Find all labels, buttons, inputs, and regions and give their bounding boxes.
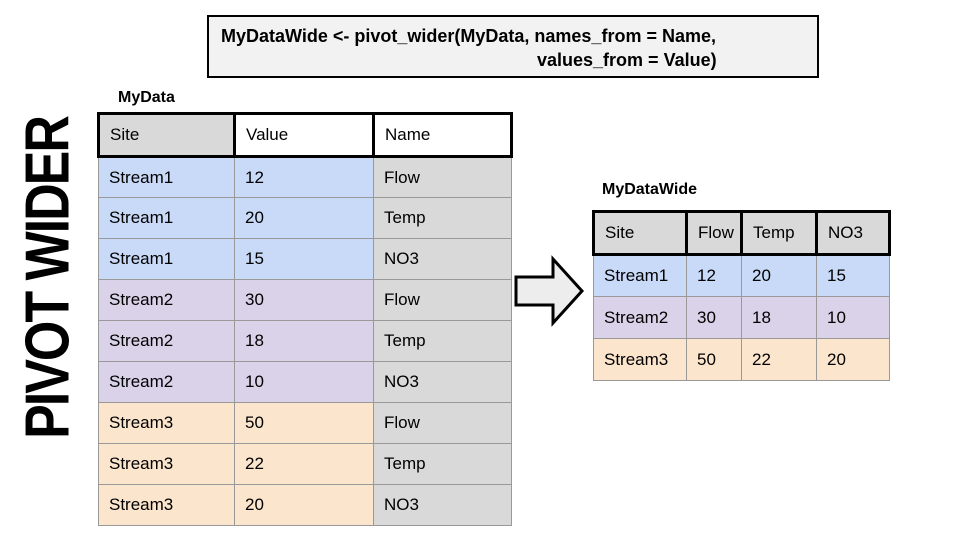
table-cell: Flow bbox=[373, 402, 512, 444]
table-cell: 18 bbox=[741, 296, 817, 339]
table-cell: 15 bbox=[234, 238, 374, 280]
table-row: Stream3 50 22 20 bbox=[593, 338, 890, 381]
long-table-caption: MyData bbox=[118, 89, 175, 106]
page-title: PIVOT WIDER bbox=[13, 117, 83, 439]
table-cell: Flow bbox=[373, 279, 512, 321]
column-header-flow: Flow bbox=[685, 210, 743, 256]
table-cell: Stream3 bbox=[98, 484, 235, 526]
right-arrow-icon bbox=[513, 253, 587, 331]
column-header-no3: NO3 bbox=[815, 210, 891, 256]
table-cell: Temp bbox=[373, 320, 512, 362]
table-cell: NO3 bbox=[373, 361, 512, 403]
table-row: Stream2 30 Flow bbox=[98, 279, 512, 321]
table-cell: Stream1 bbox=[98, 238, 235, 280]
table-cell: 30 bbox=[686, 296, 742, 339]
code-line-1: MyDataWide <- pivot_wider(MyData, names_… bbox=[221, 26, 716, 46]
table-row: Stream3 20 NO3 bbox=[98, 484, 512, 526]
table-cell: 22 bbox=[741, 338, 817, 381]
table-row: Stream3 22 Temp bbox=[98, 443, 512, 485]
table-header-row: Site Flow Temp NO3 bbox=[592, 210, 891, 256]
column-header-site: Site bbox=[97, 112, 236, 158]
code-line-2: values_from = Value) bbox=[537, 50, 717, 70]
table-cell: Stream3 bbox=[98, 402, 235, 444]
table-cell: 12 bbox=[686, 254, 742, 297]
table-cell: 20 bbox=[234, 197, 374, 239]
column-header-value: Value bbox=[233, 112, 375, 158]
table-cell: NO3 bbox=[373, 484, 512, 526]
table-cell: 50 bbox=[234, 402, 374, 444]
table-cell: Stream1 bbox=[593, 254, 687, 297]
column-header-name: Name bbox=[372, 112, 513, 158]
table-cell: 50 bbox=[686, 338, 742, 381]
table-cell: Stream1 bbox=[98, 197, 235, 239]
table-cell: 10 bbox=[816, 296, 890, 339]
table-row: Stream2 30 18 10 bbox=[593, 296, 890, 339]
table-cell: NO3 bbox=[373, 238, 512, 280]
table-row: Stream1 15 NO3 bbox=[98, 238, 512, 280]
table-cell: Stream3 bbox=[98, 443, 235, 485]
table-row: Stream3 50 Flow bbox=[98, 402, 512, 444]
table-cell: 22 bbox=[234, 443, 374, 485]
table-cell: 20 bbox=[234, 484, 374, 526]
table-cell: 30 bbox=[234, 279, 374, 321]
table-header-row: Site Value Name bbox=[97, 112, 513, 158]
column-header-site: Site bbox=[592, 210, 688, 256]
column-header-temp: Temp bbox=[740, 210, 818, 256]
table-cell: Stream2 bbox=[98, 320, 235, 362]
table-cell: Temp bbox=[373, 443, 512, 485]
code-snippet-box: MyDataWide <- pivot_wider(MyData, names_… bbox=[207, 15, 819, 78]
table-cell: Temp bbox=[373, 197, 512, 239]
long-format-table: Site Value Name Stream1 12 Flow Stream1 … bbox=[97, 112, 513, 526]
wide-format-table: Site Flow Temp NO3 Stream1 12 20 15 Stre… bbox=[592, 210, 891, 381]
table-cell: 15 bbox=[816, 254, 890, 297]
table-cell: 20 bbox=[741, 254, 817, 297]
table-cell: Stream3 bbox=[593, 338, 687, 381]
table-cell: Stream2 bbox=[593, 296, 687, 339]
table-cell: 20 bbox=[816, 338, 890, 381]
table-cell: 12 bbox=[234, 156, 374, 198]
table-row: Stream1 20 Temp bbox=[98, 197, 512, 239]
table-row: Stream2 10 NO3 bbox=[98, 361, 512, 403]
table-cell: Stream2 bbox=[98, 361, 235, 403]
table-cell: 18 bbox=[234, 320, 374, 362]
table-row: Stream1 12 Flow bbox=[98, 156, 512, 198]
table-cell: 10 bbox=[234, 361, 374, 403]
table-cell: Stream1 bbox=[98, 156, 235, 198]
table-cell: Stream2 bbox=[98, 279, 235, 321]
table-row: Stream2 18 Temp bbox=[98, 320, 512, 362]
right-arrow-shape bbox=[514, 255, 585, 327]
table-cell: Flow bbox=[373, 156, 512, 198]
wide-table-caption: MyDataWide bbox=[602, 181, 697, 198]
table-row: Stream1 12 20 15 bbox=[593, 254, 890, 297]
